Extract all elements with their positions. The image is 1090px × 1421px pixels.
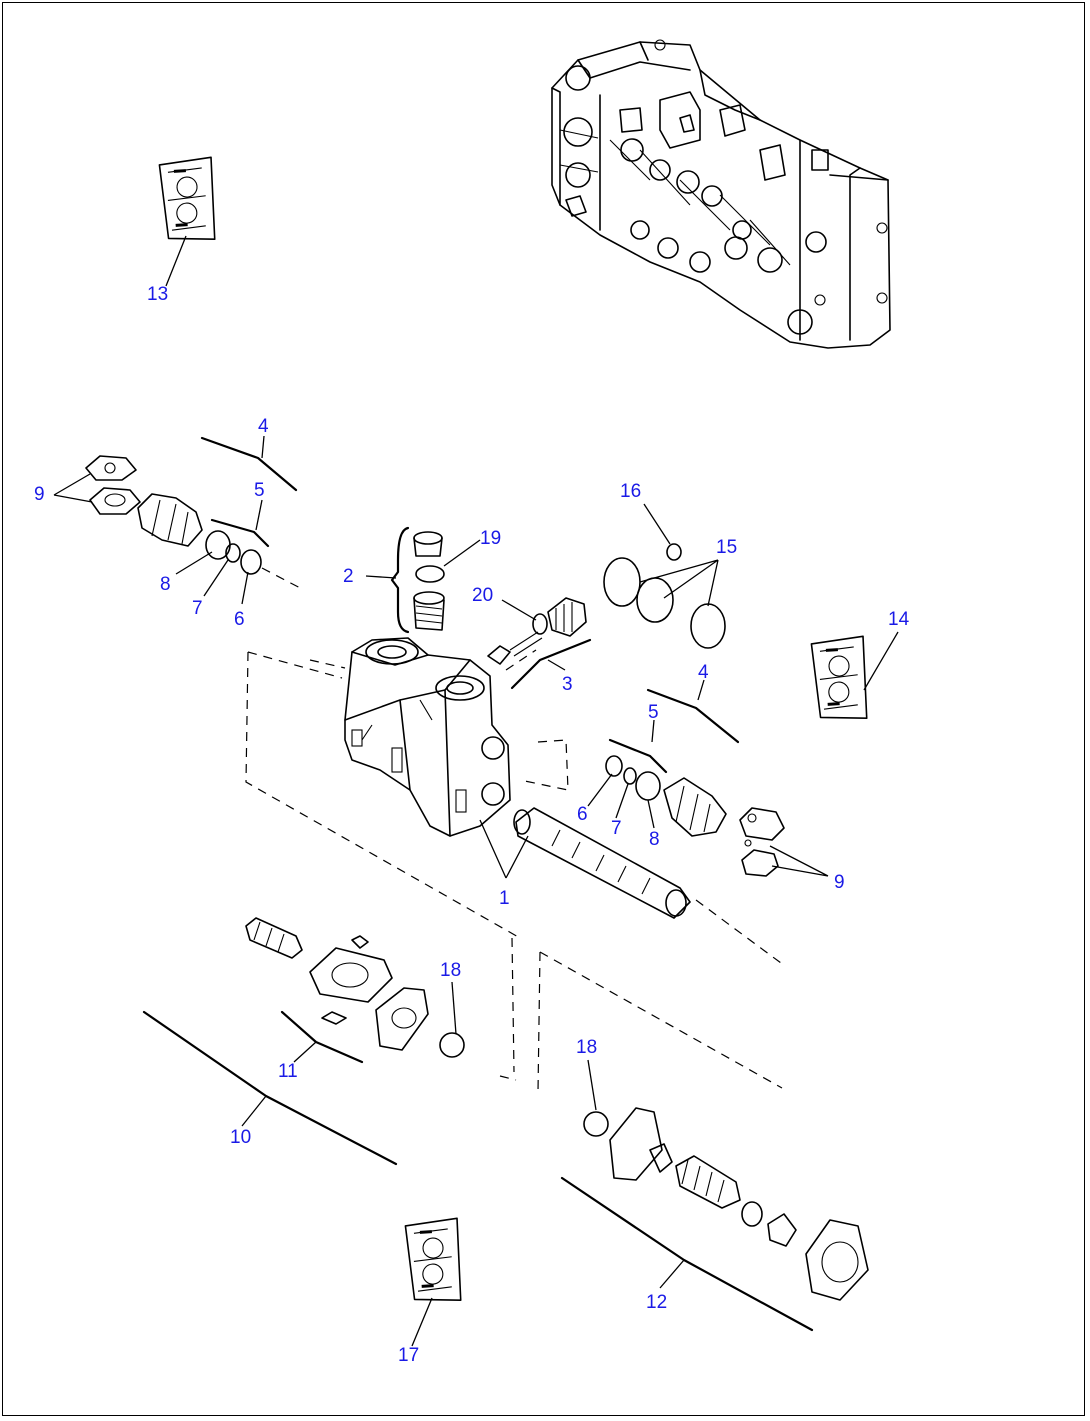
callout-4-lower: 4 xyxy=(698,662,709,683)
callout-13: 13 xyxy=(147,284,168,305)
cap-and-bolts-9-right xyxy=(739,807,785,877)
callout-3: 3 xyxy=(562,674,573,695)
callout-6-upper: 6 xyxy=(234,609,245,630)
callout-5-upper: 5 xyxy=(254,480,265,501)
poppet-assembly-3 xyxy=(487,597,587,665)
callout-17: 17 xyxy=(398,1345,419,1366)
callout-11: 11 xyxy=(278,1061,298,1082)
decal-label-13 xyxy=(158,156,216,241)
callout-18-left: 18 xyxy=(440,960,461,981)
callout-14: 14 xyxy=(888,609,910,630)
o-rings-15-16 xyxy=(603,543,726,649)
valve-section-body xyxy=(344,637,511,837)
callout-15: 15 xyxy=(716,537,737,558)
decal-label-17 xyxy=(404,1217,462,1302)
decal-label-14 xyxy=(810,635,868,720)
check-valve-2 xyxy=(413,531,445,631)
callout-7-lower: 7 xyxy=(611,818,622,839)
callout-10: 10 xyxy=(230,1127,251,1148)
callout-8-lower: 8 xyxy=(649,829,660,850)
control-valve-assembly xyxy=(551,39,891,349)
relief-valve-right xyxy=(663,777,727,837)
callout-5-lower: 5 xyxy=(648,702,659,723)
dashed-assembly-lines xyxy=(245,567,786,1093)
leader-lines xyxy=(53,235,899,1347)
spring-assembly-10 xyxy=(245,917,465,1058)
callout-6-lower: 6 xyxy=(577,804,588,825)
o-rings-right xyxy=(605,755,661,801)
spool-1 xyxy=(513,807,691,919)
callout-7-upper: 7 xyxy=(192,598,203,619)
callout-16: 16 xyxy=(620,481,641,502)
callout-9-lower: 9 xyxy=(834,872,845,893)
relief-valve-left xyxy=(137,493,203,547)
callout-19: 19 xyxy=(480,528,501,549)
callout-12: 12 xyxy=(646,1292,667,1313)
cap-and-bolts-9-left xyxy=(85,455,141,515)
callout-2: 2 xyxy=(343,566,354,587)
callout-9-upper: 9 xyxy=(34,484,45,505)
callout-labels: 13 4 5 9 8 7 6 2 19 20 3 16 15 14 4 5 6 … xyxy=(34,284,910,1366)
callout-18-right: 18 xyxy=(576,1037,597,1058)
callout-8-upper: 8 xyxy=(160,574,171,595)
callout-20: 20 xyxy=(472,585,493,606)
o-rings-left xyxy=(205,530,262,575)
callout-4-upper: 4 xyxy=(258,416,269,437)
spring-assembly-12 xyxy=(583,1107,869,1301)
callout-1: 1 xyxy=(499,888,510,909)
